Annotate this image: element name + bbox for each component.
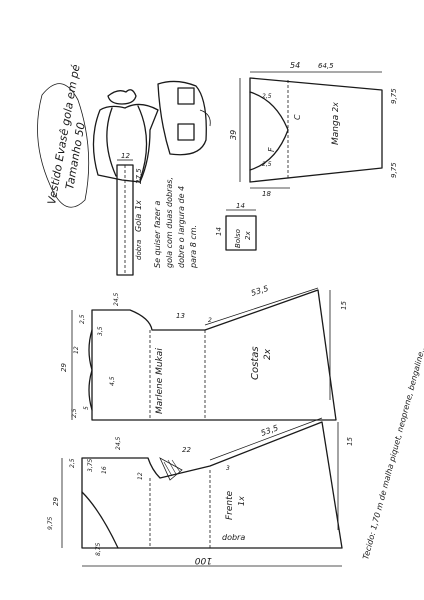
collar-name: Gola bbox=[134, 214, 143, 232]
hem-width: 100 bbox=[195, 555, 212, 565]
back-dim-3: 3,5 bbox=[97, 326, 104, 336]
front-dim-2: 24,5 bbox=[115, 436, 122, 450]
front-count: 1x bbox=[237, 496, 246, 506]
title-bubble-outline bbox=[37, 83, 90, 208]
back-dim-6: 29 bbox=[60, 363, 68, 372]
collar-width: 12 bbox=[121, 152, 130, 160]
front-dim-4: 12 bbox=[137, 472, 144, 480]
collar-count: 1x bbox=[134, 200, 143, 210]
collar-piece: 12 Gola 1x 27,5 dobra bbox=[116, 152, 143, 276]
collar-length: 27,5 bbox=[135, 168, 143, 184]
front-fold: dobra bbox=[222, 533, 245, 542]
sleeve-c-mark: C bbox=[293, 114, 302, 120]
back-name: Costas bbox=[250, 346, 261, 380]
pocket-height: 14 bbox=[215, 227, 223, 236]
collar-note-line2: gola com duas dobras, bbox=[165, 177, 174, 268]
back-dim-9: 15 bbox=[340, 301, 348, 310]
sleeve-cap2: 2,5 bbox=[262, 161, 272, 168]
front-dim-3: 3,75 bbox=[87, 458, 94, 472]
dress-sketch bbox=[92, 80, 211, 183]
front-dim-11: 53,5 bbox=[260, 423, 280, 438]
back-dim-12: 2,5 bbox=[71, 408, 78, 418]
pocket-count: 2x bbox=[244, 231, 252, 240]
collar-note-line4: para 8 cm. bbox=[189, 225, 198, 269]
sleeve-height: 39 bbox=[229, 130, 238, 140]
fabric-note: Tecido: 1,70 m de malha piquet, neoprene… bbox=[361, 343, 424, 560]
front-piece: 2,5 24,5 3,75 12 29 22 3 9,75 8,75 16 53… bbox=[47, 417, 354, 556]
front-dim-5: 29 bbox=[52, 497, 60, 506]
back-dim-4: 12 bbox=[73, 346, 80, 354]
sleeve-bottom-dim: 18 bbox=[262, 190, 271, 198]
front-dim-12: 15 bbox=[346, 437, 354, 446]
front-dim-9: 8,75 bbox=[95, 542, 102, 556]
back-dim-11: 5 bbox=[83, 406, 90, 410]
collar-fold: dobra bbox=[135, 240, 143, 260]
sleeve-side-bottom: 9,75 bbox=[390, 162, 398, 178]
front-dim-6: 22 bbox=[182, 446, 191, 454]
front-dart bbox=[159, 457, 183, 481]
collar-note: Se quiser fazer a gola com duas dobras, … bbox=[153, 177, 198, 269]
collar-note-line3: dobre o largura de 4 bbox=[177, 186, 186, 268]
sleeve-count: 2x bbox=[331, 102, 340, 112]
front-name: Frente bbox=[225, 490, 235, 520]
sleeve-piece: 54 64,5 39 9,75 9,75 2,5 2,5 F C Manga 2… bbox=[229, 61, 398, 198]
front-dim-10: 16 bbox=[101, 466, 108, 474]
brand: Marlene Mukai bbox=[155, 348, 165, 414]
front-dim-1: 2,5 bbox=[69, 458, 76, 468]
pocket-piece: 14 14 Bolso 2x bbox=[215, 202, 257, 251]
back-dim-7: 13 bbox=[176, 312, 185, 320]
back-dim-10: 2 bbox=[208, 317, 212, 324]
sleeve-top2: 64,5 bbox=[318, 62, 334, 70]
sketch-pocket-bottom bbox=[177, 123, 195, 141]
sleeve-side: 9,75 bbox=[390, 88, 398, 104]
front-dim-7: 3 bbox=[226, 465, 230, 472]
sketch-pocket-top bbox=[177, 87, 195, 105]
back-count: 2x bbox=[263, 348, 273, 360]
sleeve-name: Manga bbox=[331, 115, 341, 145]
sleeve-top: 54 bbox=[290, 61, 300, 70]
back-dim-8: 53,5 bbox=[250, 284, 270, 298]
sleeve-f-mark: F bbox=[267, 147, 276, 152]
back-dim-2: 24,5 bbox=[113, 292, 120, 306]
back-dim-1: 2,5 bbox=[79, 314, 86, 324]
front-dim-8: 9,75 bbox=[47, 516, 54, 530]
pocket-name: Bolso bbox=[234, 229, 242, 248]
back-dim-5: 4,5 bbox=[109, 376, 116, 386]
back-piece: 2,5 24,5 3,5 12 4,5 29 13 53,5 15 2 5 2,… bbox=[60, 284, 348, 421]
sleeve-cap1: 2,5 bbox=[262, 93, 272, 100]
title-block: Vestido Evasê gola em pé Tamanho 50 bbox=[37, 63, 90, 208]
collar-note-line1: Se quiser fazer a bbox=[153, 200, 162, 268]
pocket-width: 14 bbox=[236, 202, 245, 210]
